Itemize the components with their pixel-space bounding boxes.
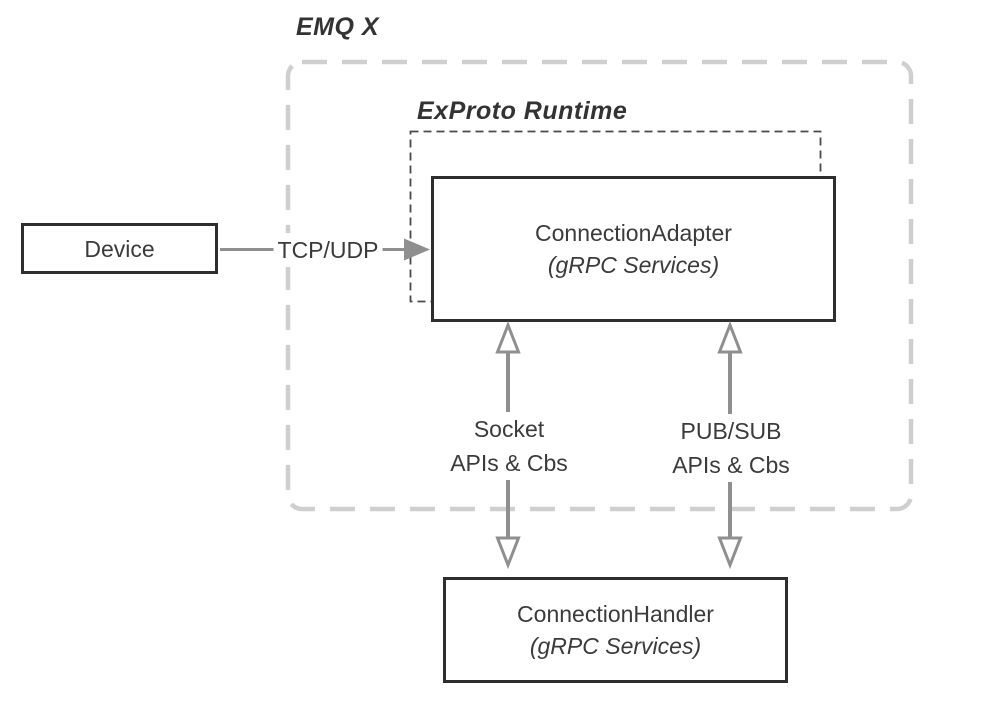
device-node: Device [21,223,218,274]
pubsub-apis-label: PUB/SUB APIs & Cbs [668,414,794,482]
socket-apis-label: Socket APIs & Cbs [446,412,572,480]
socket-apis-label-line1: Socket [473,416,545,442]
connection-handler-subtitle: (gRPC Services) [529,633,702,659]
pubsub-arrowhead-up-icon [717,320,743,354]
connection-adapter-title: ConnectionAdapter [535,220,732,246]
exproto-runtime-border [409,130,822,303]
pubsub-apis-label-line1: PUB/SUB [680,418,782,444]
connection-adapter-subtitle: (gRPC Services) [547,252,720,278]
socket-arrowhead-up-icon [495,320,521,354]
emqx-title: EMQ X [296,13,380,41]
emqx-container-border [285,59,914,512]
connection-handler-title: ConnectionHandler [517,601,714,627]
device-label: Device [84,235,155,262]
socket-apis-label-line2: APIs & Cbs [450,450,568,476]
connection-adapter-node: ConnectionAdapter (gRPC Services) [431,176,836,322]
socket-arrowhead-down-icon [495,536,521,570]
exproto-runtime-title: ExProto Runtime [417,97,628,125]
connection-handler-node: ConnectionHandler (gRPC Services) [443,577,788,683]
tcp-udp-label: TCP/UDP [273,233,383,267]
tcp-udp-arrowhead-icon [404,238,430,261]
pubsub-apis-label-line2: APIs & Cbs [672,452,790,478]
pubsub-arrowhead-down-icon [717,536,743,570]
